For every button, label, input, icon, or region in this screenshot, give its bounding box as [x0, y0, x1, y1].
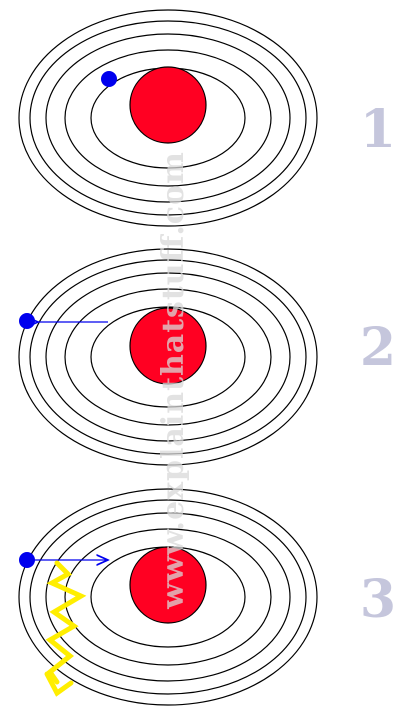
orbit-ring-1 — [18, 248, 318, 466]
panel-number-2: 2 — [360, 317, 396, 378]
nucleus — [129, 307, 207, 385]
photon-arrowhead — [44, 671, 74, 697]
watermark: www.explainthatstuff.com — [156, 151, 191, 610]
electron — [101, 71, 117, 87]
orbit-ring-4 — [64, 288, 272, 426]
orbit-ring-1 — [18, 9, 318, 227]
orbit-ring-4 — [64, 528, 272, 666]
panel-number-3: 3 — [360, 569, 396, 630]
nucleus — [129, 66, 207, 144]
atom-panel-3: 3 — [18, 488, 396, 706]
orbit-ring-1 — [18, 488, 318, 706]
electron-shells — [18, 488, 318, 706]
orbit-ring-3 — [45, 33, 291, 203]
orbit-ring-2 — [29, 499, 307, 695]
atom-panel-2: 2 — [18, 248, 396, 466]
atom-panel-1: 1 — [18, 9, 396, 227]
orbit-ring-3 — [45, 272, 291, 442]
orbit-ring-5 — [90, 306, 246, 408]
nucleus — [129, 546, 207, 624]
electron-shells — [18, 248, 318, 466]
orbit-ring-3 — [45, 512, 291, 682]
panel-number-1: 1 — [360, 99, 396, 160]
orbit-ring-2 — [29, 259, 307, 455]
electron — [19, 313, 35, 329]
orbit-ring-2 — [29, 20, 307, 216]
electron — [19, 552, 35, 568]
orbit-ring-4 — [64, 49, 272, 187]
photon-wave — [45, 560, 87, 685]
